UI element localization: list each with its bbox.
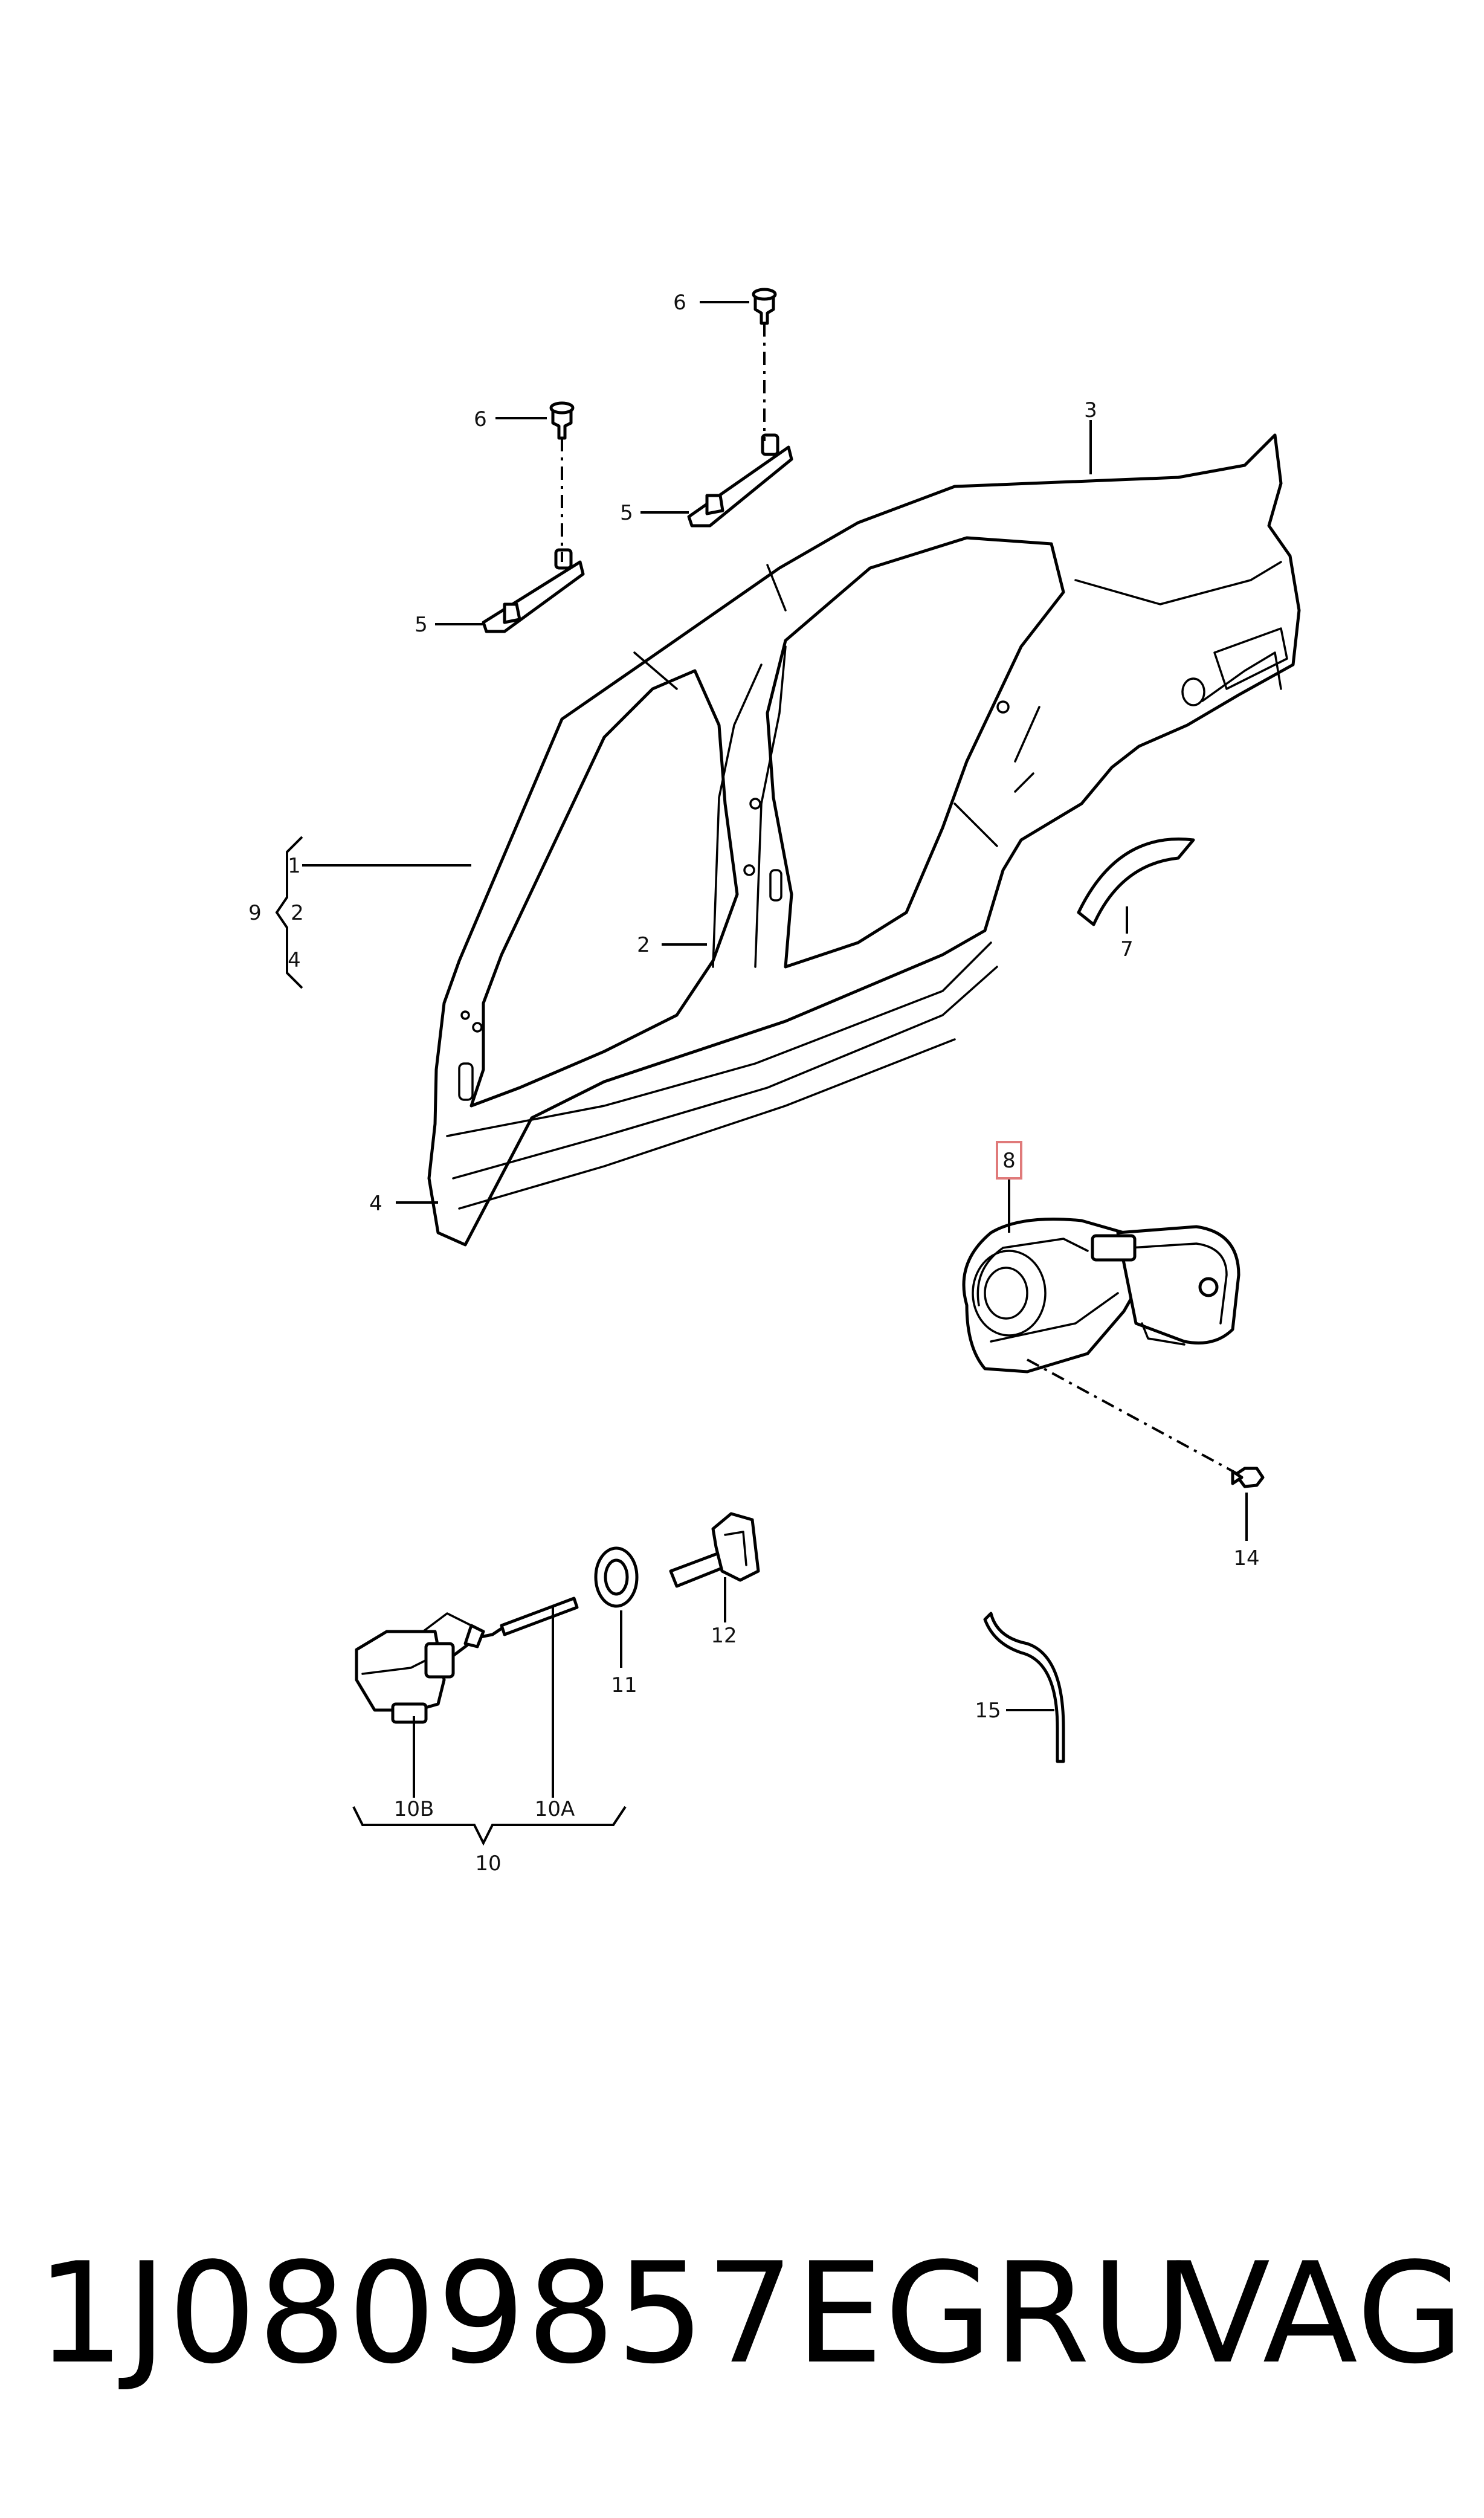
release-cable [422,1596,579,1658]
screw [1231,1467,1265,1488]
clip-right [752,288,777,325]
front-door-opening [469,669,739,1108]
fuel-flap-actuator [355,1630,455,1724]
callout-5-right: 5 [620,501,633,525]
callout-2-brace: 2 [291,901,304,925]
wheel-arch-trim [1077,838,1195,926]
callout-10a: 10A [535,1797,575,1821]
callout-4: 4 [369,1192,382,1216]
callout-5-left: 5 [415,613,428,637]
callout-14: 14 [1233,1546,1259,1571]
callout-10: 10 [475,1851,501,1876]
callout-7: 7 [1120,937,1134,961]
fuel-flap-housing [962,1218,1240,1374]
callout-12: 12 [711,1624,737,1648]
callout-labels: 6 6 5 5 3 1 2 4 9 2 4 7 8 14 11 12 15 10… [248,291,1259,1876]
drain-seal [983,1612,1065,1763]
callout-6-top: 6 [673,291,686,315]
clip-left [549,401,575,440]
fuel-flap-axis [1027,1358,1239,1476]
fuel-flap-lid [1116,1225,1240,1345]
callout-4-brace: 4 [288,948,301,972]
side-panel-assembly [427,433,1301,1247]
callout-2: 2 [637,933,650,957]
callout-8-highlight [996,1141,1022,1180]
retainer-strip-left [482,548,585,633]
rear-door-opening [766,536,1065,969]
callout-6-left: 6 [474,407,487,431]
part-number: 1J0809857EGRU [36,2233,1195,2395]
leader-lines [275,301,1248,1846]
callout-11: 11 [611,1673,637,1697]
brand-label: VAG [1175,2233,1466,2395]
callout-3: 3 [1084,398,1097,422]
retainer-strip-right [687,433,793,528]
bracket [669,1512,760,1588]
callout-9: 9 [248,901,262,925]
callout-1: 1 [288,854,301,878]
grommet [594,1546,639,1608]
callout-8: 8 [1002,1149,1016,1173]
callout-15: 15 [975,1699,1001,1723]
callout-10b: 10B [394,1797,434,1821]
